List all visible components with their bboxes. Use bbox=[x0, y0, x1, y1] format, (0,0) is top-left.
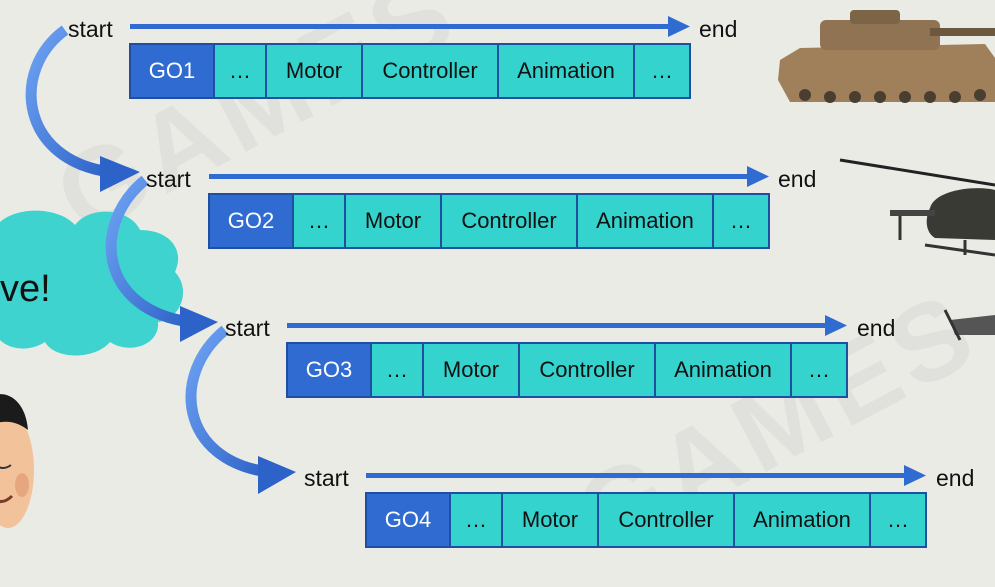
motor-cell: Motor bbox=[503, 494, 599, 546]
timeline-arrow-1 bbox=[130, 16, 690, 37]
ellipsis-cell: … bbox=[294, 195, 346, 247]
game-object-cell: GO3 bbox=[288, 344, 372, 396]
component-row-go4: GO4 … Motor Controller Animation … bbox=[365, 492, 927, 548]
tank-image bbox=[778, 10, 995, 103]
end-label: end bbox=[857, 315, 896, 341]
game-object-cell: GO1 bbox=[131, 45, 215, 97]
helicopter-image bbox=[839, 158, 995, 257]
animation-cell: Animation bbox=[656, 344, 792, 396]
ellipsis-cell: … bbox=[808, 357, 830, 382]
end-label: end bbox=[936, 465, 975, 491]
timeline-arrow-4 bbox=[366, 465, 926, 486]
controller-cell: Controller bbox=[363, 45, 499, 97]
end-label: end bbox=[778, 166, 817, 192]
component-row-go2: GO2 … Motor Controller Animation … bbox=[208, 193, 770, 249]
presenter-avatar bbox=[0, 394, 34, 528]
end-label: end bbox=[699, 16, 738, 42]
ellipsis-cell: … bbox=[651, 58, 673, 83]
ellipsis-cell: … bbox=[451, 494, 503, 546]
animation-cell: Animation bbox=[735, 494, 871, 546]
motor-cell: Motor bbox=[267, 45, 363, 97]
game-object-cell: GO2 bbox=[210, 195, 294, 247]
animation-cell: Animation bbox=[578, 195, 714, 247]
ellipsis-cell: … bbox=[730, 208, 752, 233]
component-row-go1: GO1 … Motor Controller Animation … bbox=[129, 43, 691, 99]
ellipsis-cell: … bbox=[372, 344, 424, 396]
curved-arrow-3 bbox=[185, 325, 296, 494]
component-row-go3: GO3 … Motor Controller Animation … bbox=[286, 342, 848, 398]
ellipsis-cell: … bbox=[215, 45, 267, 97]
game-object-cell: GO4 bbox=[367, 494, 451, 546]
timeline-arrow-3 bbox=[287, 315, 847, 336]
controller-cell: Controller bbox=[520, 344, 656, 396]
aircraft-image bbox=[943, 309, 995, 341]
start-label: start bbox=[68, 16, 113, 42]
animation-cell: Animation bbox=[499, 45, 635, 97]
timeline-arrow-2 bbox=[209, 166, 769, 187]
ellipsis-cell: … bbox=[887, 507, 909, 532]
motor-cell: Motor bbox=[346, 195, 442, 247]
start-label: start bbox=[146, 166, 191, 192]
controller-cell: Controller bbox=[442, 195, 578, 247]
controller-cell: Controller bbox=[599, 494, 735, 546]
start-label: start bbox=[225, 315, 270, 341]
speech-bubble-text: ve! bbox=[0, 268, 51, 310]
start-label: start bbox=[304, 465, 349, 491]
motor-cell: Motor bbox=[424, 344, 520, 396]
